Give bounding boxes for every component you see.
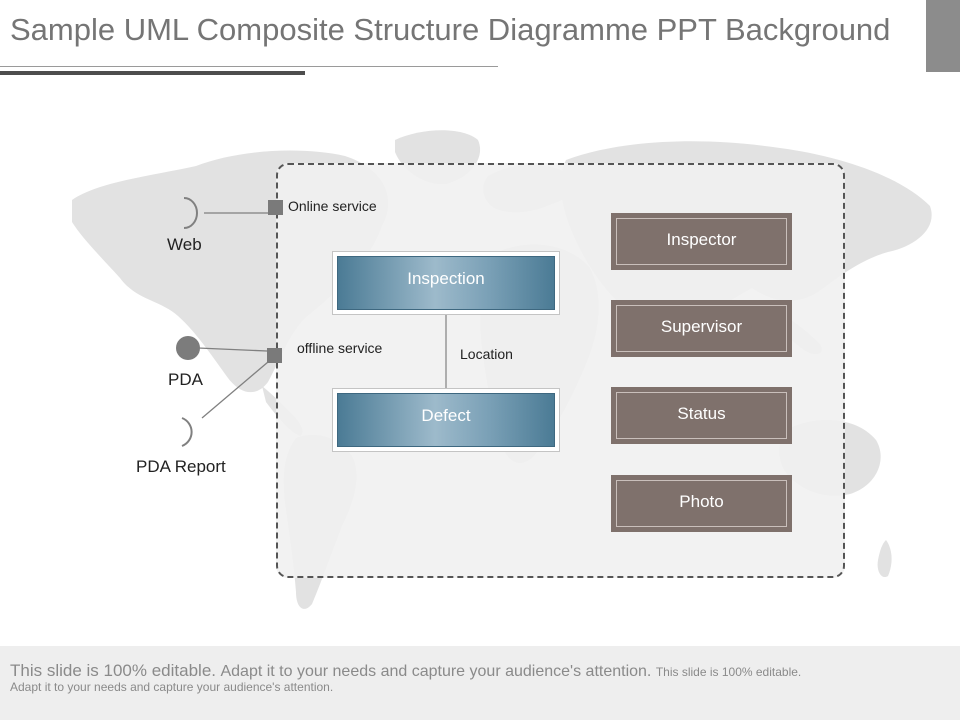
- pda-report-interface-label: PDA Report: [136, 457, 226, 476]
- footer-small-text: This slide is 100% editable.: [655, 665, 802, 679]
- pda-report-link-line: [201, 361, 269, 419]
- role-label-photo: Photo: [616, 480, 787, 527]
- role-box-inspector: Inspector: [611, 213, 792, 270]
- map-new-zealand: [877, 540, 892, 578]
- role-label-inspector: Inspector: [616, 218, 787, 265]
- inspection-component-label: Inspection: [337, 256, 555, 310]
- defect-component: Defect: [332, 388, 560, 452]
- web-socket-arc: [183, 197, 198, 229]
- footer-strong-text: This slide is 100% editable.: [10, 661, 217, 680]
- pda-lollipop-ball: [176, 336, 200, 360]
- role-box-photo: Photo: [611, 475, 792, 532]
- role-label-status: Status: [616, 392, 787, 439]
- online-service-port: [268, 200, 283, 215]
- offline-service-label: offline service: [297, 340, 383, 356]
- web-interface-label: Web: [167, 235, 202, 254]
- defect-component-label: Defect: [337, 393, 555, 447]
- inspection-component: Inspection: [332, 251, 560, 315]
- pda-report-socket-arc: [181, 417, 193, 447]
- footer-mid-text: Adapt it to your needs and capture your …: [220, 663, 652, 680]
- online-service-label: Online service: [288, 198, 377, 214]
- slide-title: Sample UML Composite Structure Diagramme…: [10, 12, 891, 47]
- title-underline-thick: [0, 71, 305, 75]
- corner-accent-block: [926, 0, 960, 72]
- role-box-status: Status: [611, 387, 792, 444]
- footer-line-1: This slide is 100% editable. Adapt it to…: [10, 661, 950, 681]
- footer-note: This slide is 100% editable. Adapt it to…: [0, 646, 960, 720]
- pda-interface-label: PDA: [168, 370, 203, 389]
- role-label-supervisor: Supervisor: [616, 305, 787, 352]
- footer-line-2: Adapt it to your needs and capture your …: [10, 680, 334, 695]
- title-underline-thin: [0, 66, 498, 67]
- pda-link-line: [197, 347, 268, 352]
- offline-service-port: [267, 348, 282, 363]
- location-connector-label: Location: [460, 346, 513, 362]
- role-box-supervisor: Supervisor: [611, 300, 792, 357]
